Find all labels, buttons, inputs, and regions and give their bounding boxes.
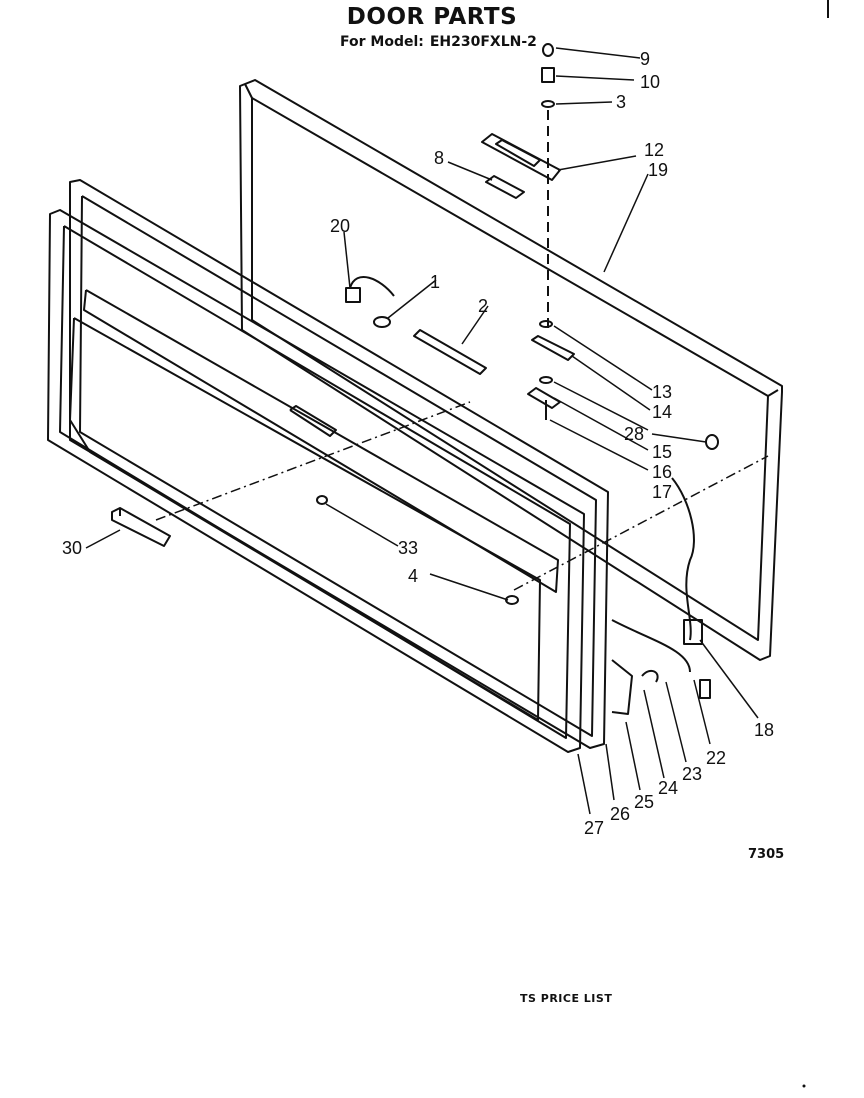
callout-10: 10 [640, 72, 660, 92]
callout-14: 14 [652, 402, 672, 422]
callout-17: 17 [652, 482, 672, 502]
page-title: DOOR PARTS [346, 4, 518, 30]
callout-19: 19 [648, 160, 668, 180]
callout-16: 16 [652, 462, 672, 482]
leader-lines [85, 47, 759, 815]
model-number: EH230FXLN-2 [429, 34, 537, 50]
callout-1: 1 [430, 272, 440, 292]
alignment-lines [155, 401, 769, 591]
door-front-panel [47, 209, 585, 753]
door-gasket [69, 179, 609, 749]
callout-30: 30 [62, 538, 82, 558]
callout-23: 23 [682, 764, 702, 784]
callout-22: 22 [706, 748, 726, 768]
door-handle [111, 507, 171, 547]
callout-27: 27 [584, 818, 604, 838]
figure-number: 7305 [748, 847, 784, 862]
callout-20: 20 [330, 216, 350, 236]
clip-28 [705, 434, 719, 450]
callout-24: 24 [658, 778, 678, 798]
screw-33 [316, 495, 328, 505]
wire-harness [611, 477, 711, 715]
callout-26: 26 [610, 804, 630, 824]
hinge-bolt-stack [541, 43, 555, 330]
model-subtitle: For Model: EH230FXLN-2 [340, 34, 543, 50]
callout-3: 3 [616, 92, 626, 112]
callout-33: 33 [398, 538, 418, 558]
callout-4: 4 [408, 566, 418, 586]
callout-labels: 9 10 3 12 19 8 20 1 2 13 14 15 16 17 28 … [62, 49, 774, 838]
callout-8: 8 [434, 148, 444, 168]
callout-18: 18 [754, 720, 774, 740]
callout-12: 12 [644, 140, 664, 160]
callout-28: 28 [624, 424, 644, 444]
callout-9: 9 [640, 49, 650, 69]
callout-13: 13 [652, 382, 672, 402]
footer-price-list: TS PRICE LIST [520, 992, 612, 1005]
callout-25: 25 [634, 792, 654, 812]
door-liner [239, 79, 783, 661]
callout-2: 2 [478, 296, 488, 316]
model-label: For Model: [340, 34, 424, 50]
switch-assembly [345, 276, 487, 375]
corner-dot [802, 1084, 806, 1088]
callout-15: 15 [652, 442, 672, 462]
